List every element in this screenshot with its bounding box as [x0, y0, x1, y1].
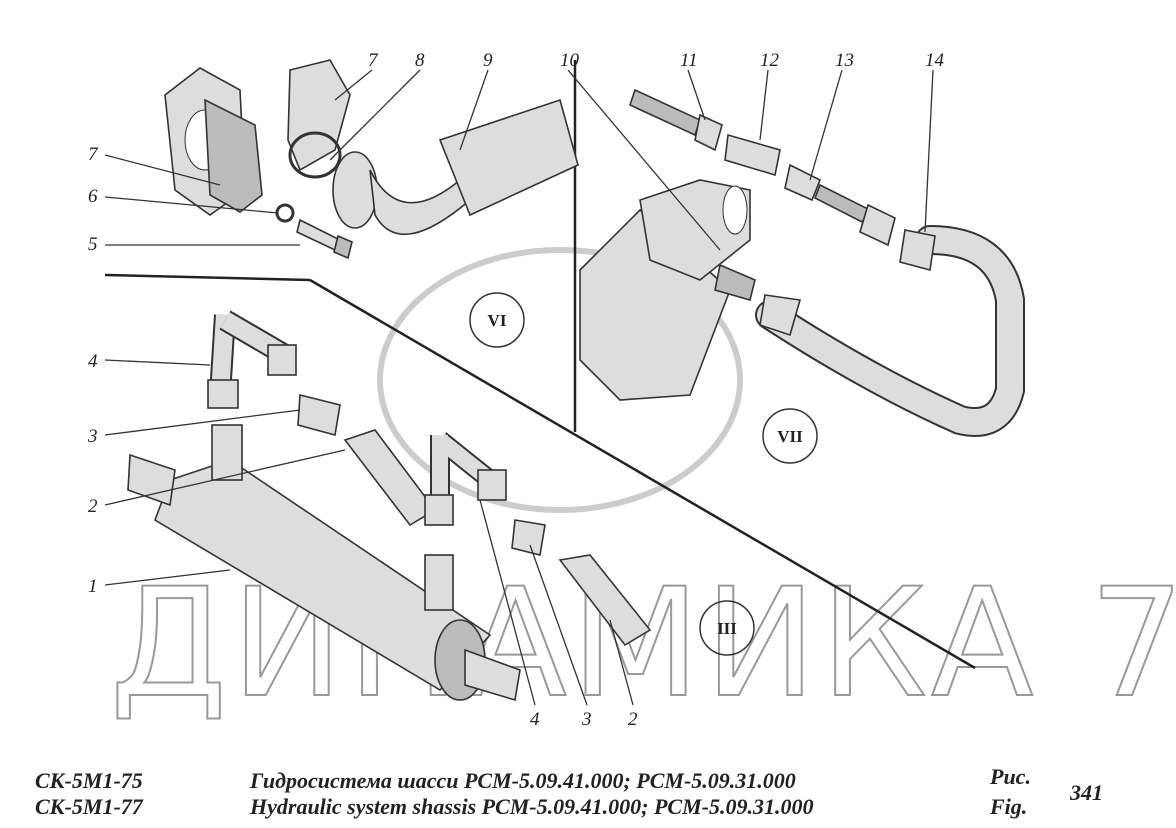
svg-text:11: 11 — [680, 50, 698, 71]
view-circle-iii: III — [699, 600, 755, 656]
hose-parts-middle — [343, 429, 652, 647]
flange-part — [164, 67, 263, 216]
view-circle-vi: VI — [469, 292, 525, 348]
divider-line — [309, 278, 976, 670]
svg-text:5: 5 — [88, 234, 98, 255]
callout-top: 7 8 9 10 11 12 13 14 — [329, 50, 945, 251]
svg-text:8: 8 — [415, 50, 425, 71]
figure-number: 341 — [1070, 780, 1103, 805]
svg-text:VI: VI — [488, 311, 507, 330]
svg-text:3: 3 — [581, 709, 592, 730]
svg-text:3: 3 — [87, 426, 98, 447]
nipple-part — [297, 393, 341, 437]
model-code-2: СК-5М1-77 — [35, 794, 143, 819]
svg-text:7: 7 — [88, 144, 99, 165]
svg-text:6: 6 — [88, 186, 98, 207]
watermark-swirl — [377, 247, 743, 513]
callout-left: 7 6 5 4 3 2 1 — [87, 144, 346, 597]
svg-text:4: 4 — [530, 709, 540, 730]
title-russian: Гидросистема шасси РСМ-5.09.41.000; РСМ-… — [250, 768, 796, 793]
cylinder-hydrolock-part — [579, 179, 756, 401]
hydraulic-cylinder-part — [127, 424, 521, 702]
svg-text:12: 12 — [760, 50, 780, 71]
svg-text:1: 1 — [88, 576, 98, 597]
svg-text:2: 2 — [628, 709, 638, 730]
svg-text:10: 10 — [560, 50, 580, 71]
svg-text:13: 13 — [835, 50, 854, 71]
svg-text:7: 7 — [368, 50, 379, 71]
divider-line — [104, 273, 311, 282]
callout-bottom: 4 3 2 — [479, 499, 638, 730]
model-code-1: СК-5М1-75 — [35, 768, 143, 793]
svg-text:9: 9 — [483, 50, 493, 71]
pipe-u-bend-part — [755, 225, 1025, 437]
title-english: Hydraulic system shassis РСМ-5.09.41.000… — [250, 794, 814, 819]
fig-label-russian: Рис. — [990, 764, 1031, 789]
hose-elbow-part — [332, 98, 579, 236]
svg-text:VII: VII — [777, 427, 803, 446]
elbow-tube-left — [207, 310, 297, 409]
svg-text:4: 4 — [88, 351, 98, 372]
svg-text:III: III — [717, 619, 737, 638]
svg-text:2: 2 — [88, 496, 98, 517]
washer-part — [275, 203, 295, 223]
fitting-parts-top — [629, 88, 896, 247]
bracket-part — [287, 59, 351, 179]
svg-text:14: 14 — [925, 50, 945, 71]
bolt-part — [296, 218, 353, 260]
fig-label-english: Fig. — [990, 794, 1028, 819]
view-circle-vii: VII — [762, 408, 818, 464]
